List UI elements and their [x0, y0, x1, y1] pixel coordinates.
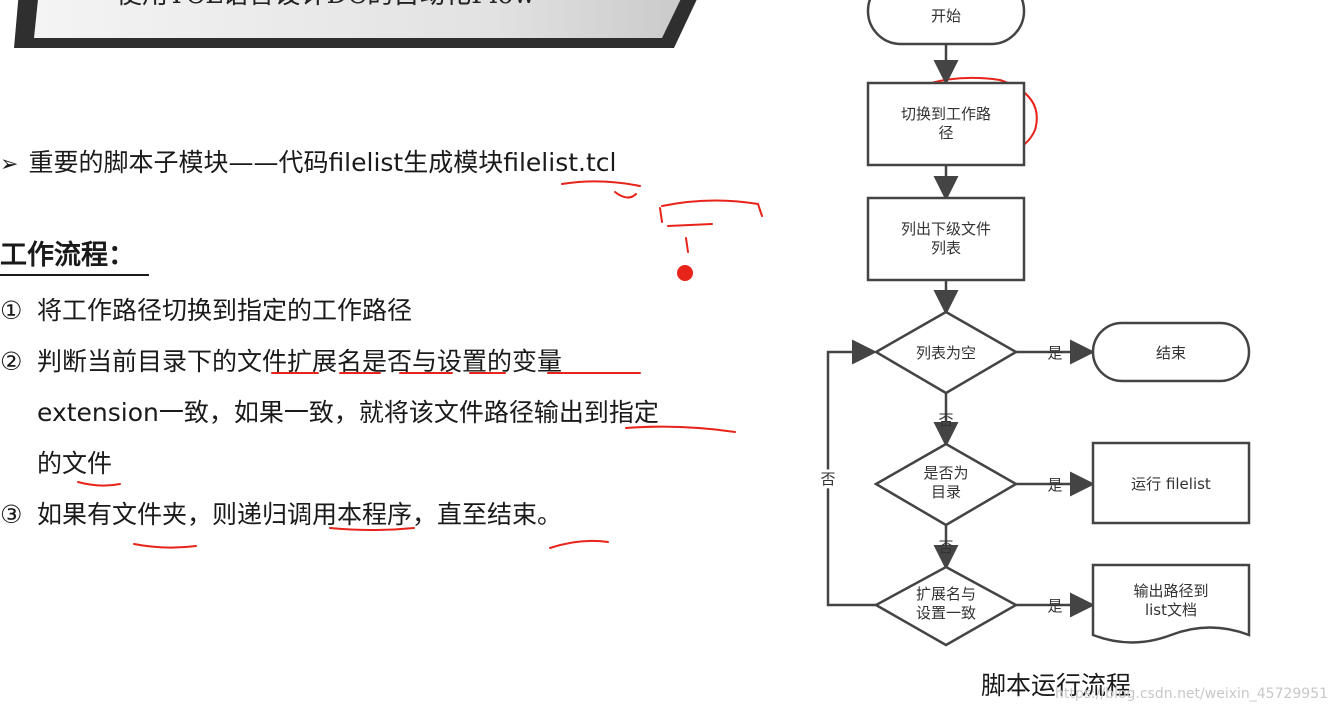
output-document-node [1091, 563, 1251, 644]
loop-annotation [614, 191, 637, 199]
cd-label-1: 切换到工作路 [901, 105, 991, 123]
bullet-text: 重要的脚本子模块——代码filelist生成模块filelist.tcl [28, 148, 617, 177]
empty-label: 列表为空 [916, 344, 976, 362]
step-2-continued: 的文件 [0, 438, 760, 489]
step-text: 判断当前目录下的文件扩展名是否与设置的变量 [37, 347, 563, 376]
step-2-continued: extension一致，如果一致，就将该文件路径输出到指定 [0, 387, 760, 438]
ext-label-2: 设置一致 [916, 604, 976, 622]
step-text: extension一致，如果一致，就将该文件路径输出到指定 [37, 398, 659, 427]
section-heading: 工作流程： [0, 238, 149, 276]
isdir-label-1: 是否为 [923, 464, 968, 482]
bracket-annotation [659, 199, 763, 223]
edge-yes-label: 是 [1047, 597, 1062, 615]
arrow-bullet-icon: ➢ [0, 152, 19, 177]
underline-annotation [549, 539, 609, 549]
title-banner: 使用TCL语言设计DC的自动化Flow [0, 0, 1338, 50]
step-number: ③ [0, 500, 23, 529]
step-number: ① [0, 296, 23, 325]
underline-annotation [77, 481, 121, 487]
end-label: 结束 [1156, 344, 1186, 362]
edge-yes-label: 是 [1047, 344, 1062, 362]
watermark: https://blog.csdn.net/weixin_45729951 [1055, 686, 1329, 702]
step-text: 将工作路径切换到指定的工作路径 [37, 296, 413, 325]
run-node [1091, 441, 1251, 525]
step-2: ② 判断当前目录下的文件扩展名是否与设置的变量 [0, 336, 760, 387]
output-label-2: list文档 [1145, 601, 1197, 619]
banner-shape [14, 0, 697, 48]
end-node [1091, 321, 1251, 383]
edge-loop-label: 否 [820, 470, 835, 488]
cd-node [866, 81, 1026, 167]
step-number: ② [0, 347, 23, 376]
underline-annotation [625, 425, 736, 433]
list-label-1: 列出下级文件 [901, 220, 991, 238]
edge-no-label: 否 [938, 411, 953, 429]
isdir-decision [873, 442, 1019, 527]
list-node [866, 196, 1026, 282]
underline-annotation [561, 180, 641, 187]
bullet-item: ➢ 重要的脚本子模块——代码filelist生成模块filelist.tcl [0, 143, 616, 179]
underline-annotation [329, 527, 415, 531]
slide-title: 使用TCL语言设计DC的自动化Flow [116, 0, 536, 11]
list-label-2: 列表 [931, 239, 961, 257]
flowchart-caption: 脚本运行流程 [981, 671, 1132, 700]
empty-decision [873, 310, 1019, 395]
output-label-1: 输出路径到 [1133, 582, 1208, 600]
red-dot-icon [677, 265, 693, 281]
step-3: ③ 如果有文件夹，则递归调用本程序，直至结束。 [0, 489, 760, 540]
step-text: 的文件 [37, 449, 113, 478]
isdir-label-2: 目录 [931, 483, 961, 501]
underline-annotation [133, 543, 197, 549]
edge-no-label: 否 [938, 538, 953, 556]
step-1: ① 将工作路径切换到指定的工作路径 [0, 285, 760, 336]
edge-yes-label: 是 [1047, 476, 1062, 494]
ext-decision [873, 565, 1019, 647]
start-node [866, 0, 1026, 46]
start-label: 开始 [931, 7, 961, 25]
scribble-annotation [667, 223, 713, 253]
ext-label-1: 扩展名与 [916, 585, 976, 603]
run-label: 运行 filelist [1131, 475, 1211, 493]
cd-label-2: 径 [938, 124, 953, 142]
step-text: 如果有文件夹，则递归调用本程序，直至结束。 [37, 500, 563, 529]
